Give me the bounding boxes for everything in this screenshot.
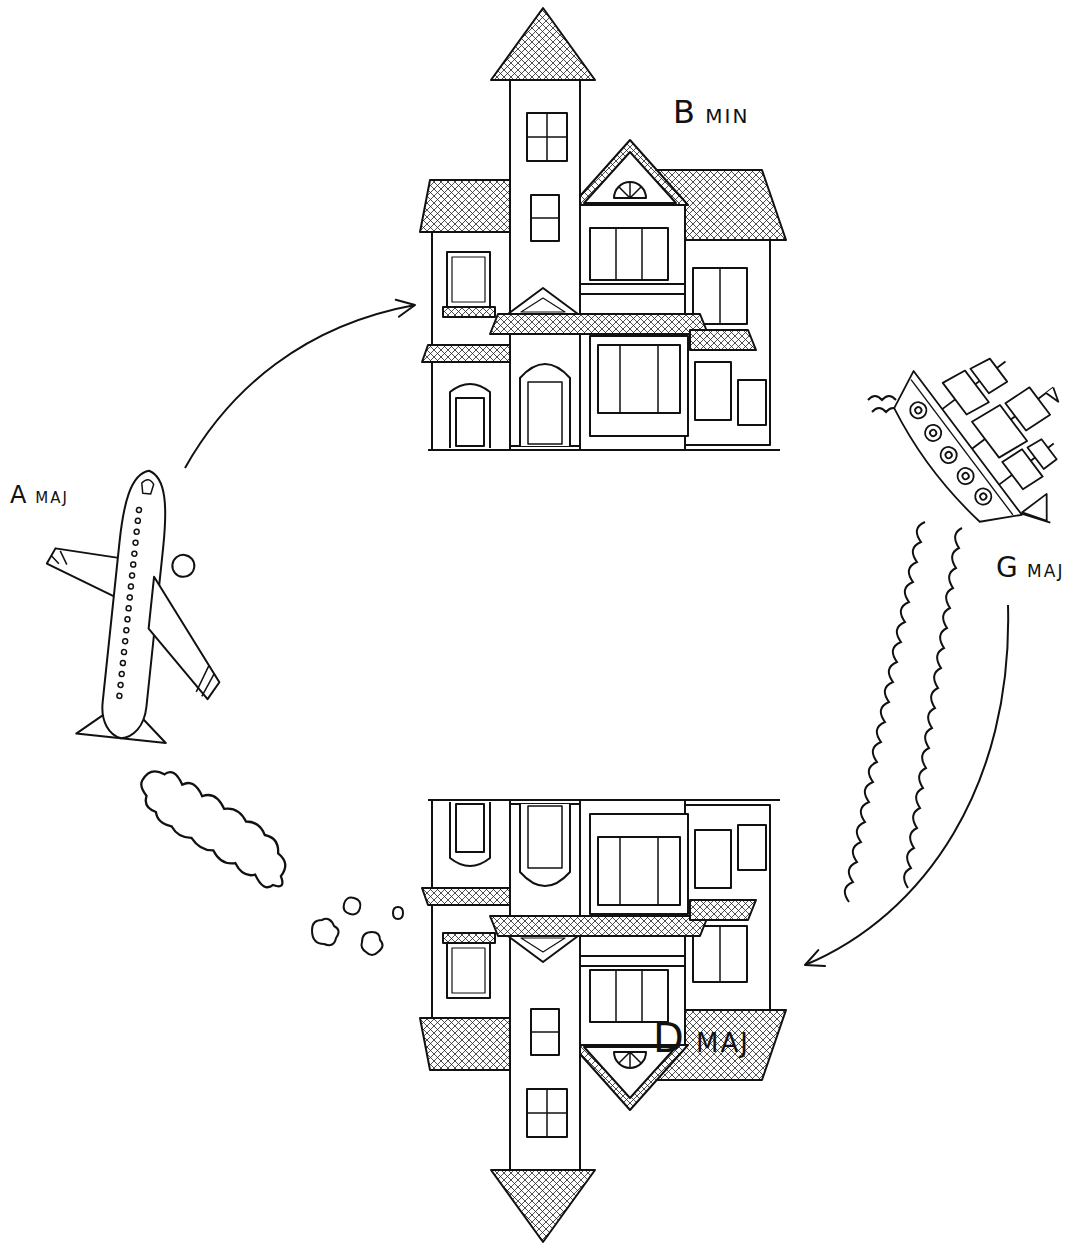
airplane-illustration-part [117,507,142,698]
ship-illustration-part [970,356,1007,395]
airplane-illustration-part-part [119,671,124,676]
airplane-illustration-part-part [118,682,123,687]
airplane-illustration-part [142,577,230,700]
flow-arrow [805,605,1008,966]
airplane-illustration-part-part [129,573,134,578]
upside-down-house-illustration-part [420,800,786,1242]
ship-illustration-part [979,492,988,501]
airplane-illustration-part-part [136,507,141,512]
ship-illustration-part [907,399,930,422]
arrow-line [805,605,1008,965]
ship-illustration-part [944,451,953,460]
airplane-illustration-part [141,479,154,494]
ship-illustration-part [911,380,1013,515]
airplane-illustration-part-part [135,518,140,523]
upside-down-house-node: D MAJ [415,790,805,1245]
ship-illustration-part [1022,494,1059,530]
airplane-illustration-part [196,664,215,697]
ship-illustration-part [954,465,977,488]
smoke-trail-part [393,907,403,919]
chord-label: D MAJ [653,1016,750,1060]
ship-illustration-part [914,406,923,415]
airplane-illustration-part [44,548,122,598]
ship-illustration-part [878,371,1022,541]
airplane-illustration-part-part [126,606,131,611]
airplane-illustration-part-part [128,584,133,589]
house-illustration [420,8,786,450]
airplane-illustration-part-part [124,627,129,632]
airplane-illustration-part-part [133,540,138,545]
ship-illustration-part [961,472,970,481]
ship-illustration-part [1046,387,1062,404]
ship-illustration-part [929,429,938,438]
house-illustration-part [420,8,786,450]
ship-illustration-part [922,422,945,445]
flow-arrow [185,300,415,468]
ship-illustration-part [937,444,960,467]
ship-illustration-part [1027,438,1056,469]
airplane-illustration-part-part [121,649,126,654]
airplane-illustration-part-part [130,562,135,567]
airplane-illustration-part [171,554,195,578]
arrow-line [185,305,415,468]
smoke-trail-part [127,761,303,893]
airplane-illustration-part-part [120,660,125,665]
airplane-illustration-part-part [122,638,127,643]
ship-node: G MAJ [862,345,1076,605]
upside-down-house-illustration [420,800,786,1242]
ship-illustration-part [972,485,995,508]
arrow-head [805,950,825,966]
chord-label: A MAJ [10,482,69,508]
house-node: B MIN [415,5,795,460]
smoke-trail-part [312,919,339,945]
smoke-trail-part [344,898,361,915]
airplane-illustration-part-part [127,595,132,600]
ship-illustration [878,310,1081,560]
smoke-trail [127,761,403,955]
arrow-head [396,300,415,317]
airplane-node: A MAJ [8,468,230,743]
chord-label: B MIN [673,95,749,130]
ship-illustration-part [1005,386,1050,432]
smoke-trail-part [362,932,383,955]
airplane-illustration-part-part [125,617,130,622]
airplane-illustration-part-part [134,529,139,534]
chord-label: G MAJ [996,553,1064,584]
airplane-illustration-part-part [117,693,122,698]
airplane-illustration-part-part [132,551,137,556]
airplane-illustration-part [51,550,68,565]
